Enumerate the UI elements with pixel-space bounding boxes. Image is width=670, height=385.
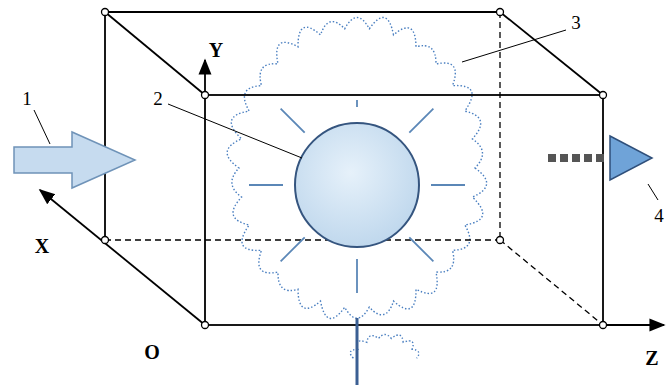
callout-number: 2: [153, 89, 163, 108]
axis-label: Y: [209, 40, 223, 60]
outflow-arrow: [610, 136, 652, 180]
ray: [431, 184, 465, 186]
hidden-edges: [105, 12, 603, 325]
axis-label: X: [35, 236, 49, 256]
ray: [281, 109, 305, 133]
box-frame: [105, 12, 603, 325]
leader-line: [462, 30, 566, 62]
sphere: [295, 123, 419, 247]
outflow-dashes: [548, 154, 606, 162]
ray: [281, 237, 305, 261]
ray: [356, 259, 358, 293]
ray: [356, 100, 358, 107]
callout-number: 4: [654, 206, 664, 225]
probe-line: [356, 318, 359, 385]
vertex-dots: [102, 9, 607, 329]
radiation-rays: [249, 100, 465, 293]
leader-lines: [34, 30, 658, 200]
ray: [409, 237, 433, 261]
inflow-arrow: [14, 132, 135, 188]
cloud-fragment: [350, 335, 419, 359]
callout-number: 3: [571, 13, 581, 32]
ray: [249, 184, 283, 186]
leader-line: [648, 184, 658, 200]
axis-label: O: [144, 342, 160, 362]
leader-line: [34, 110, 50, 144]
cloud-outline: [227, 17, 486, 318]
axis-label: Z: [645, 348, 658, 368]
leader-line: [168, 104, 302, 158]
axes: [40, 60, 664, 325]
callout-number: 1: [22, 89, 32, 108]
ray: [409, 109, 433, 133]
cloud-outline: [227, 17, 486, 358]
